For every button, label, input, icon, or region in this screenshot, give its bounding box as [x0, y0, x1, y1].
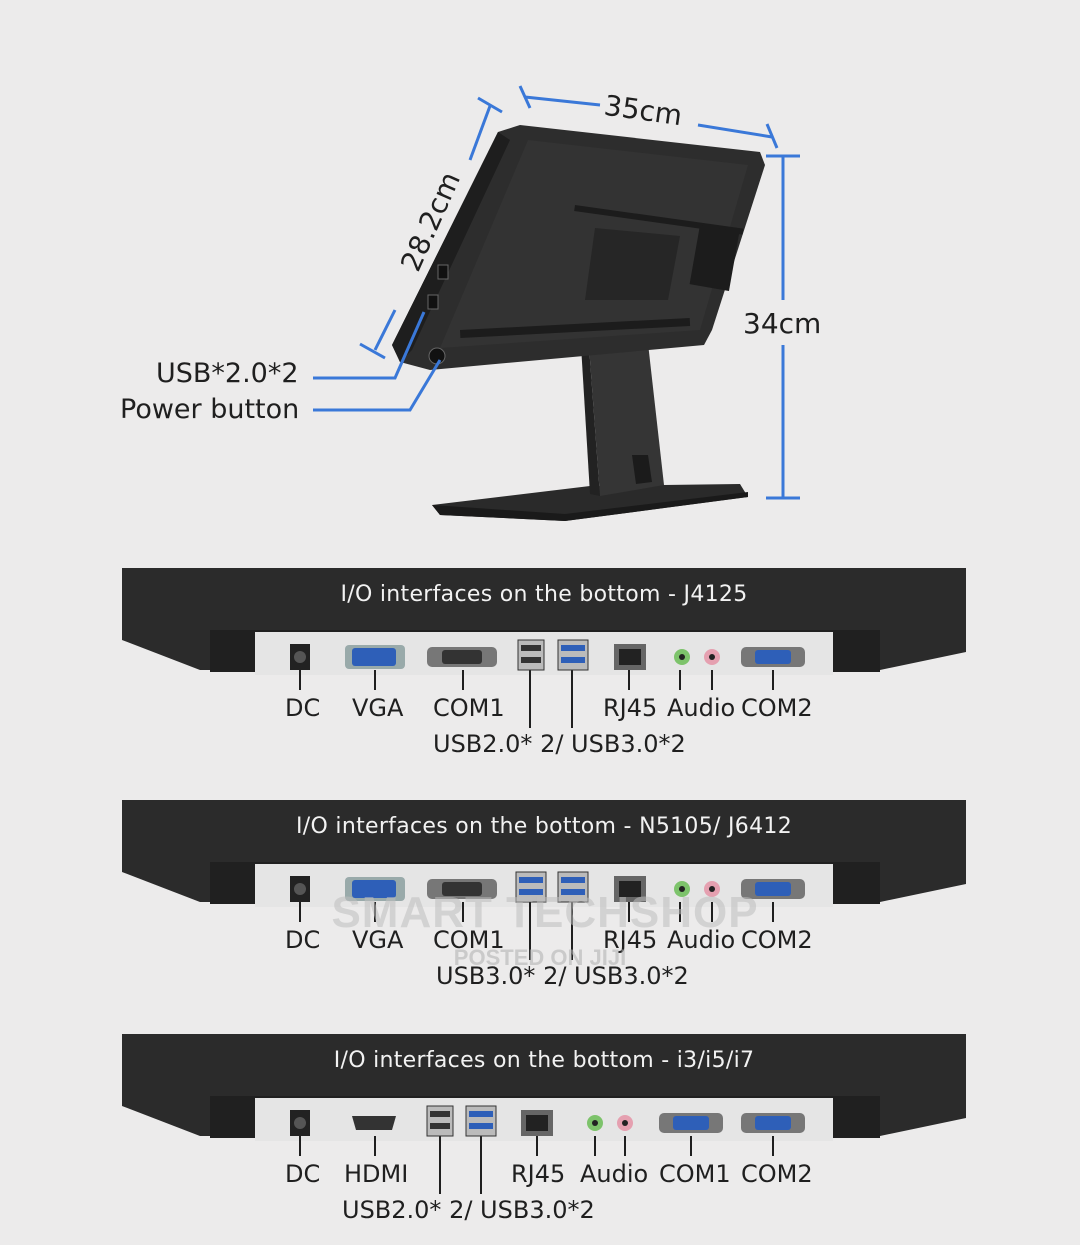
- height-dimension-label: 34cm: [743, 307, 822, 340]
- monitor-base: [432, 484, 748, 521]
- panel-3-label-dc: DC: [285, 1160, 321, 1188]
- io-panel-2-title: I/O interfaces on the bottom - N5105/ J6…: [296, 814, 792, 839]
- panel-2-label-rj45: RJ45: [603, 926, 658, 954]
- usb-callout-label: USB*2.0*2: [156, 358, 299, 389]
- monitor-back: [392, 125, 765, 370]
- panel-2-usb-label: USB3.0* 2/ USB3.0*2: [436, 962, 689, 990]
- io-panel-3-drawing: [122, 1034, 966, 1194]
- panel-1-usb-label: USB2.0* 2/ USB3.0*2: [433, 730, 686, 758]
- panel-2-label-audio: Audio: [667, 926, 736, 954]
- io-panel-3-title: I/O interfaces on the bottom - i3/i5/i7: [333, 1048, 755, 1073]
- panel-1-label-dc: DC: [285, 694, 321, 722]
- panel-3-label-com2: COM2: [741, 1160, 813, 1188]
- dimension-lines: [313, 85, 800, 500]
- watermark-text: SMART TECHSHOP: [331, 888, 759, 937]
- io-panel-1-drawing: [122, 568, 966, 728]
- io-panel-2-drawing: [122, 800, 966, 960]
- panel-3-usb-label: USB2.0* 2/ USB3.0*2: [342, 1196, 595, 1224]
- panel-2-label-vga: VGA: [352, 926, 404, 954]
- watermark-subtext: POSTED ON JIJI: [453, 945, 627, 970]
- panel-1-label-com1: COM1: [433, 694, 505, 722]
- panel-3-label-hdmi: HDMI: [344, 1160, 409, 1188]
- panel-1-label-com2: COM2: [741, 694, 813, 722]
- device-dimension-drawing: [313, 85, 800, 521]
- power-button-callout-label: Power button: [120, 394, 300, 425]
- panel-2-label-dc: DC: [285, 926, 321, 954]
- io-panel-1-title: I/O interfaces on the bottom - J4125: [340, 582, 748, 607]
- panel-3-label-com1: COM1: [659, 1160, 731, 1188]
- panel-1-label-vga: VGA: [352, 694, 404, 722]
- panel-1-label-audio: Audio: [667, 694, 736, 722]
- panel-2-label-com1: COM1: [433, 926, 505, 954]
- panel-2-label-com2: COM2: [741, 926, 813, 954]
- panel-3-label-audio: Audio: [580, 1160, 649, 1188]
- panel-3-label-rj45: RJ45: [511, 1160, 566, 1188]
- panel-1-label-rj45: RJ45: [603, 694, 658, 722]
